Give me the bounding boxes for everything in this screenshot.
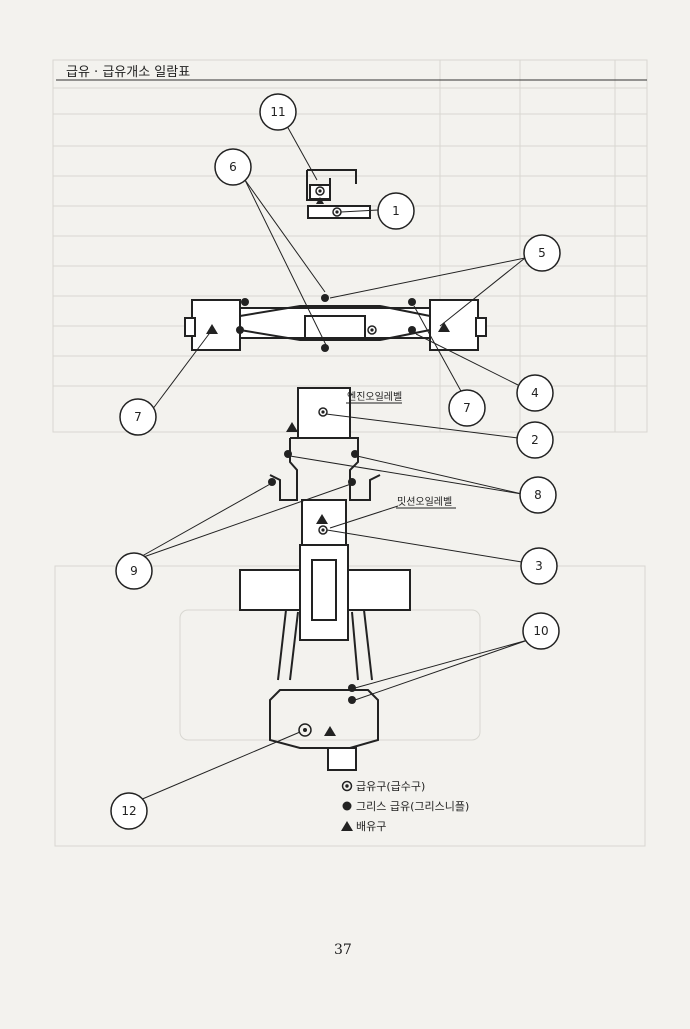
drain-marker: [324, 726, 336, 736]
callout-11: [259, 93, 297, 131]
callout-10: [522, 612, 560, 650]
callout-7-right: [448, 389, 486, 427]
callout-1: [377, 192, 415, 230]
callout-2-number: 2: [531, 433, 539, 447]
tractor-body: [239, 387, 411, 771]
grease-nipple: [408, 326, 416, 334]
legend-drain: 배유구: [356, 820, 386, 833]
grease-nipple: [348, 696, 356, 704]
callout-8: [519, 476, 557, 514]
callout-3-number: 3: [535, 559, 543, 573]
engine-oil-level-label: 엔진오일레벨: [347, 391, 402, 403]
grease-nipple: [321, 344, 329, 352]
front-axle: [184, 299, 487, 351]
callout-1-number: 1: [392, 204, 400, 218]
fill-port-legend-icon: [341, 780, 353, 792]
callout-2: [516, 421, 554, 459]
callout-9: [115, 552, 153, 590]
callout-10-number: 10: [533, 624, 548, 638]
grease-nipple: [348, 684, 356, 692]
page-title: 급유 · 급유개소 일람표: [66, 65, 191, 80]
grease-nipple: [284, 450, 292, 458]
drain-marker: [206, 324, 218, 334]
engine-oil-fill-port: [318, 407, 328, 417]
legend: 급유구(급수구) 그리스 급유(그리스니플) 배유구: [341, 780, 469, 833]
callout-5-number: 5: [538, 246, 546, 260]
callout-6: [214, 148, 252, 186]
callout-7-left-number: 7: [134, 410, 142, 424]
fill-port-marker: [367, 325, 377, 335]
legend-fill-port: 급유구(급수구): [356, 780, 425, 793]
grease-nipple: [321, 294, 329, 302]
leader-lines: [134, 125, 529, 801]
page-number: 37: [334, 942, 352, 958]
mission-oil-level-label: 밋션오일레벨: [397, 496, 452, 508]
drain-marker: [316, 514, 328, 524]
callout-12-number: 12: [121, 804, 136, 818]
callout-12: [110, 792, 148, 830]
grease-nipple: [408, 298, 416, 306]
legend-grease: 그리스 급유(그리스니플): [356, 800, 469, 813]
callout-11-number: 11: [270, 105, 285, 119]
callout-6-number: 6: [229, 160, 237, 174]
drain-marker: [316, 197, 324, 204]
grease-nipple: [236, 326, 244, 334]
grease-legend-icon: [342, 801, 352, 811]
callout-8-number: 8: [534, 488, 542, 502]
fill-port-marker: [315, 186, 325, 196]
callout-5: [523, 234, 561, 272]
callout-9-number: 9: [130, 564, 138, 578]
grease-nipple: [241, 298, 249, 306]
drain-marker: [438, 322, 450, 332]
callout-7-left: [119, 398, 157, 436]
fill-port-marker: [298, 723, 312, 737]
callout-7-right-number: 7: [463, 401, 471, 415]
callout-3: [520, 547, 558, 585]
callout-4: [516, 374, 554, 412]
callout-4-number: 4: [531, 386, 539, 400]
grease-nipple: [351, 450, 359, 458]
drain-marker: [286, 422, 298, 432]
drain-legend-icon: [341, 821, 353, 831]
